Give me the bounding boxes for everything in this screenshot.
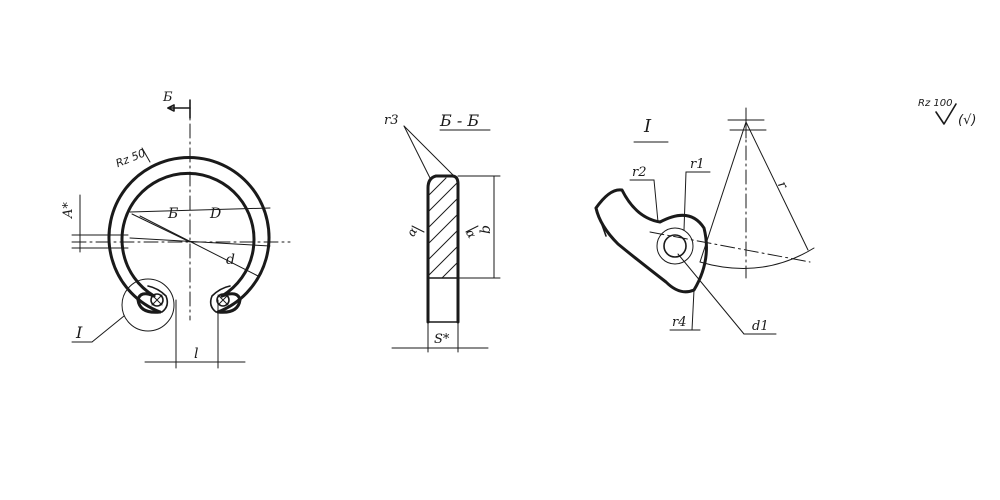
roughness-symbol: Rz 100 (√) (918, 98, 976, 128)
ring-right-hole (216, 293, 230, 307)
ring-right-lug-inner (209, 285, 231, 313)
radius-r3-label: r3 (384, 113, 399, 128)
dim-d-label: d (226, 252, 235, 268)
dim-B-inner-label: Б (167, 206, 178, 222)
detail-view: I r2 r1 r r4 d1 (594, 107, 815, 335)
radius-arc (699, 247, 815, 269)
detail-ref-circle (121, 278, 175, 332)
dim-D-label: D (209, 206, 221, 222)
surface-roughness-label: Rz 50 (114, 146, 148, 170)
ring-left-hole (150, 293, 164, 307)
dim-l-label: l (194, 346, 198, 362)
dim-D-line (129, 207, 271, 213)
dim-b-label: b (478, 225, 494, 234)
ring-left-lug (136, 292, 162, 314)
radius-r-label: r (774, 179, 791, 192)
ring-inner-contour (120, 172, 256, 298)
ring-left-lug-inner (147, 285, 169, 313)
roughness-bracket-label: (√) (958, 113, 976, 128)
radius-r4-label: r4 (672, 315, 687, 330)
detail-title: I (643, 116, 652, 137)
section-view: Б - Б r3 α α b (384, 111, 501, 353)
ring-front-view: Б Rz 50 Б D d A* I l (61, 90, 291, 369)
ring-right-lug (216, 292, 242, 314)
dim-b-line (131, 213, 191, 243)
dim-s-label: S* (434, 332, 450, 347)
detail-ref-label: I (75, 323, 83, 342)
ring-outer-contour (107, 155, 271, 314)
svg-text:α: α (404, 225, 420, 239)
dim-A-label: A* (61, 202, 76, 219)
radius-r2-label: r2 (632, 165, 647, 180)
roughness-general-label: Rz 100 (918, 98, 952, 109)
section-outline (426, 174, 460, 280)
dim-d1-label: d1 (752, 319, 769, 334)
detail-lug-profile (594, 188, 708, 294)
svg-text:α: α (463, 227, 479, 241)
roughness-check-icon (935, 103, 957, 125)
dim-d-line (139, 215, 259, 277)
section-hatching (427, 177, 459, 279)
section-title: Б - Б (439, 111, 479, 130)
detail-hole (663, 234, 687, 258)
section-mark-label: Б (162, 90, 173, 105)
radius-r1-label: r1 (690, 157, 705, 172)
